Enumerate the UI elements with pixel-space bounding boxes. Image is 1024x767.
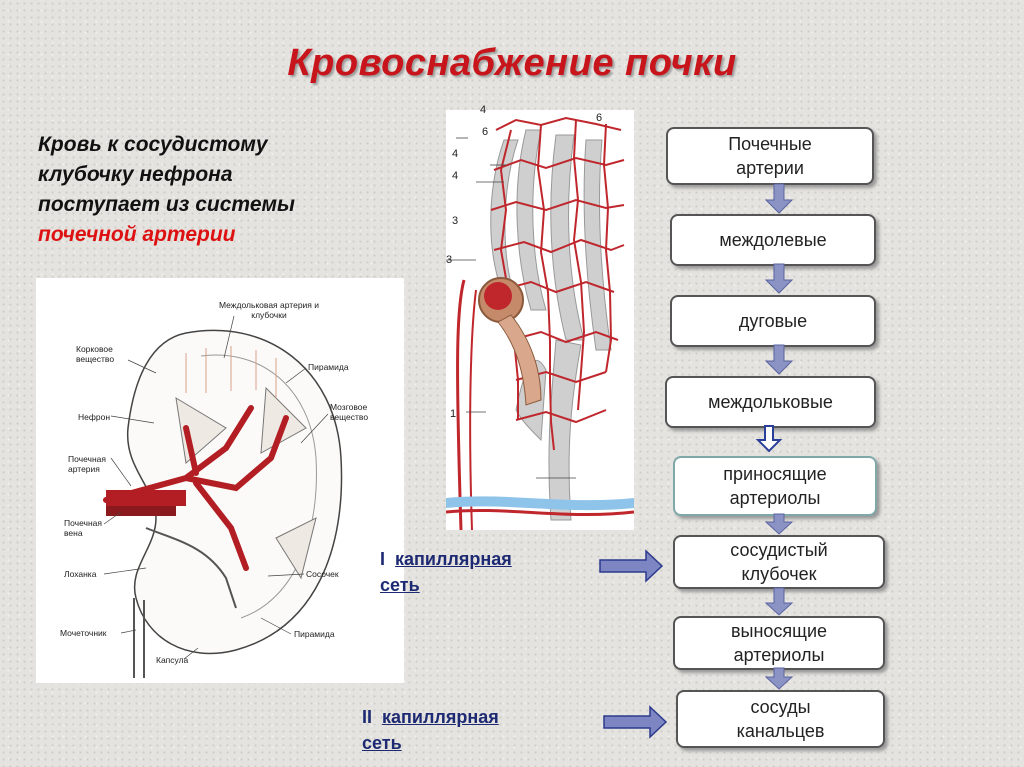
label-capsule: Капсула (156, 655, 189, 665)
label-pyramid-bottom: Пирамида (294, 629, 335, 639)
flow-box-afferent: приносящие артериолы (673, 456, 877, 516)
flow-box-renal-arteries: Почечные артерии (666, 127, 874, 185)
nephron-label-3: 4 (452, 148, 459, 160)
capillary-net-2-label: II капиллярная сеть (362, 704, 499, 756)
capillary-2-roman: II (362, 707, 373, 727)
flow-text-8: сосуды канальцев (736, 697, 825, 741)
capillary-2-word: капиллярная (382, 707, 499, 727)
kidney-diagram: Междольковая артерия и клубочки Корковое… (36, 278, 404, 683)
label-papilla: Сосочек (306, 569, 339, 579)
intro-text: Кровь к сосудистому клубочку нефрона пос… (38, 130, 368, 250)
label-pyramid-top: Пирамида (308, 362, 349, 372)
label-cortex: Корковое вещество (76, 344, 115, 364)
capillary-1-roman: I (380, 549, 386, 569)
flow-text-7: выносящие артериолы (730, 621, 828, 665)
nephron-label-1: 4 (480, 104, 487, 116)
capillary-net-1-label: I капиллярная сеть (380, 546, 512, 598)
capillary-1-net: сеть (380, 575, 420, 595)
nephron-label-5: 3 (452, 215, 459, 227)
slide-title: Кровоснабжение почки (287, 42, 737, 84)
flow-box-tubule-vessels: сосуды канальцев (676, 690, 885, 748)
label-renal-artery: Почечная артерия (68, 454, 106, 474)
nephron-label-2: 6 (482, 126, 489, 138)
intro-line-3: поступает из системы (38, 193, 295, 216)
flow-text-4: междольковые (708, 392, 833, 412)
label-renal-vein: Почечная вена (64, 518, 102, 538)
intro-line-2: клубочку нефрона (38, 163, 233, 186)
flow-box-arcuate: дуговые (670, 295, 876, 347)
flow-box-efferent: выносящие артериолы (673, 616, 885, 670)
flow-text-2: междолевые (719, 230, 827, 250)
flow-box-interlobular: междольковые (665, 376, 876, 428)
label-ureter: Мочеточник (60, 628, 107, 638)
flow-box-glomerulus: сосудистый клубочек (673, 535, 885, 589)
flow-text-1: Почечные артерии (728, 134, 812, 178)
nephron-label-6: 3 (446, 254, 453, 266)
capillary-2-net: сеть (362, 733, 402, 753)
label-interlobular: Междольковая артерия и клубочки (218, 300, 320, 320)
flow-text-5: приносящие артериолы (723, 464, 827, 508)
intro-highlight: почечной артерии (38, 223, 236, 246)
label-nephron: Нефрон (78, 412, 111, 422)
intro-line-1: Кровь к сосудистому (38, 133, 268, 156)
flow-box-interlobar: междолевые (670, 214, 876, 266)
nephron-label-8: 6 (596, 112, 603, 124)
kidney-drawing (103, 315, 343, 678)
nephron-drawing (446, 116, 634, 530)
flow-text-6: сосудистый клубочек (730, 540, 828, 584)
nephron-label-4: 4 (452, 170, 459, 182)
flow-text-3: дуговые (738, 311, 808, 331)
label-pelvis: Лоханка (64, 569, 97, 579)
label-medulla: Мозговое вещество (330, 402, 369, 422)
nephron-diagram: 4 6 4 4 3 3 1 6 (446, 104, 634, 530)
capillary-1-word: капиллярная (395, 549, 512, 569)
nephron-label-7: 1 (450, 408, 457, 420)
